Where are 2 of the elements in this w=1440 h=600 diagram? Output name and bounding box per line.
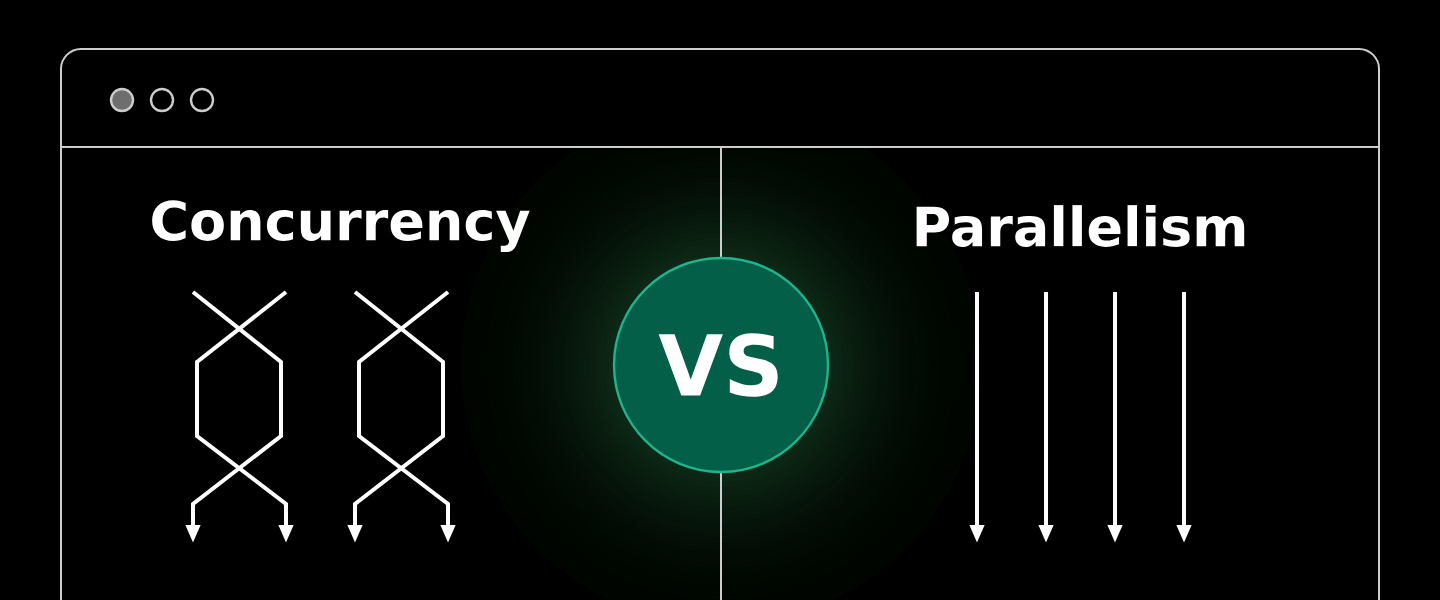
heading: Parallelism (916, 205, 1245, 247)
heading: Concurrency (152, 200, 530, 252)
